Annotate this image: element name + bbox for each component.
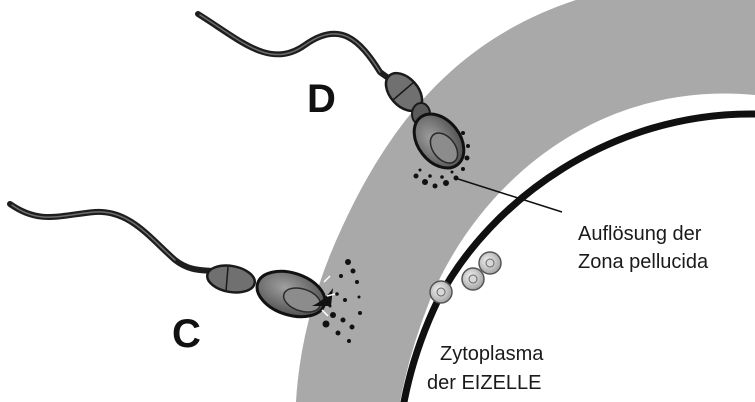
label-cytoplasm-line1: Zytoplasma bbox=[440, 343, 544, 365]
label-cytoplasm-line2: der EIZELLE bbox=[427, 372, 542, 394]
granule-icon bbox=[462, 268, 484, 290]
granule-icon bbox=[430, 281, 452, 303]
label-sperm-d: D bbox=[307, 77, 336, 121]
granule-icon bbox=[479, 252, 501, 274]
label-dissolution-line1: Auflösung der bbox=[578, 223, 702, 245]
sperm-d-tail bbox=[198, 14, 402, 88]
sperm-c-midpiece bbox=[205, 262, 257, 296]
label-sperm-c: C bbox=[172, 312, 201, 356]
label-dissolution-line2: Zona pellucida bbox=[578, 251, 709, 273]
